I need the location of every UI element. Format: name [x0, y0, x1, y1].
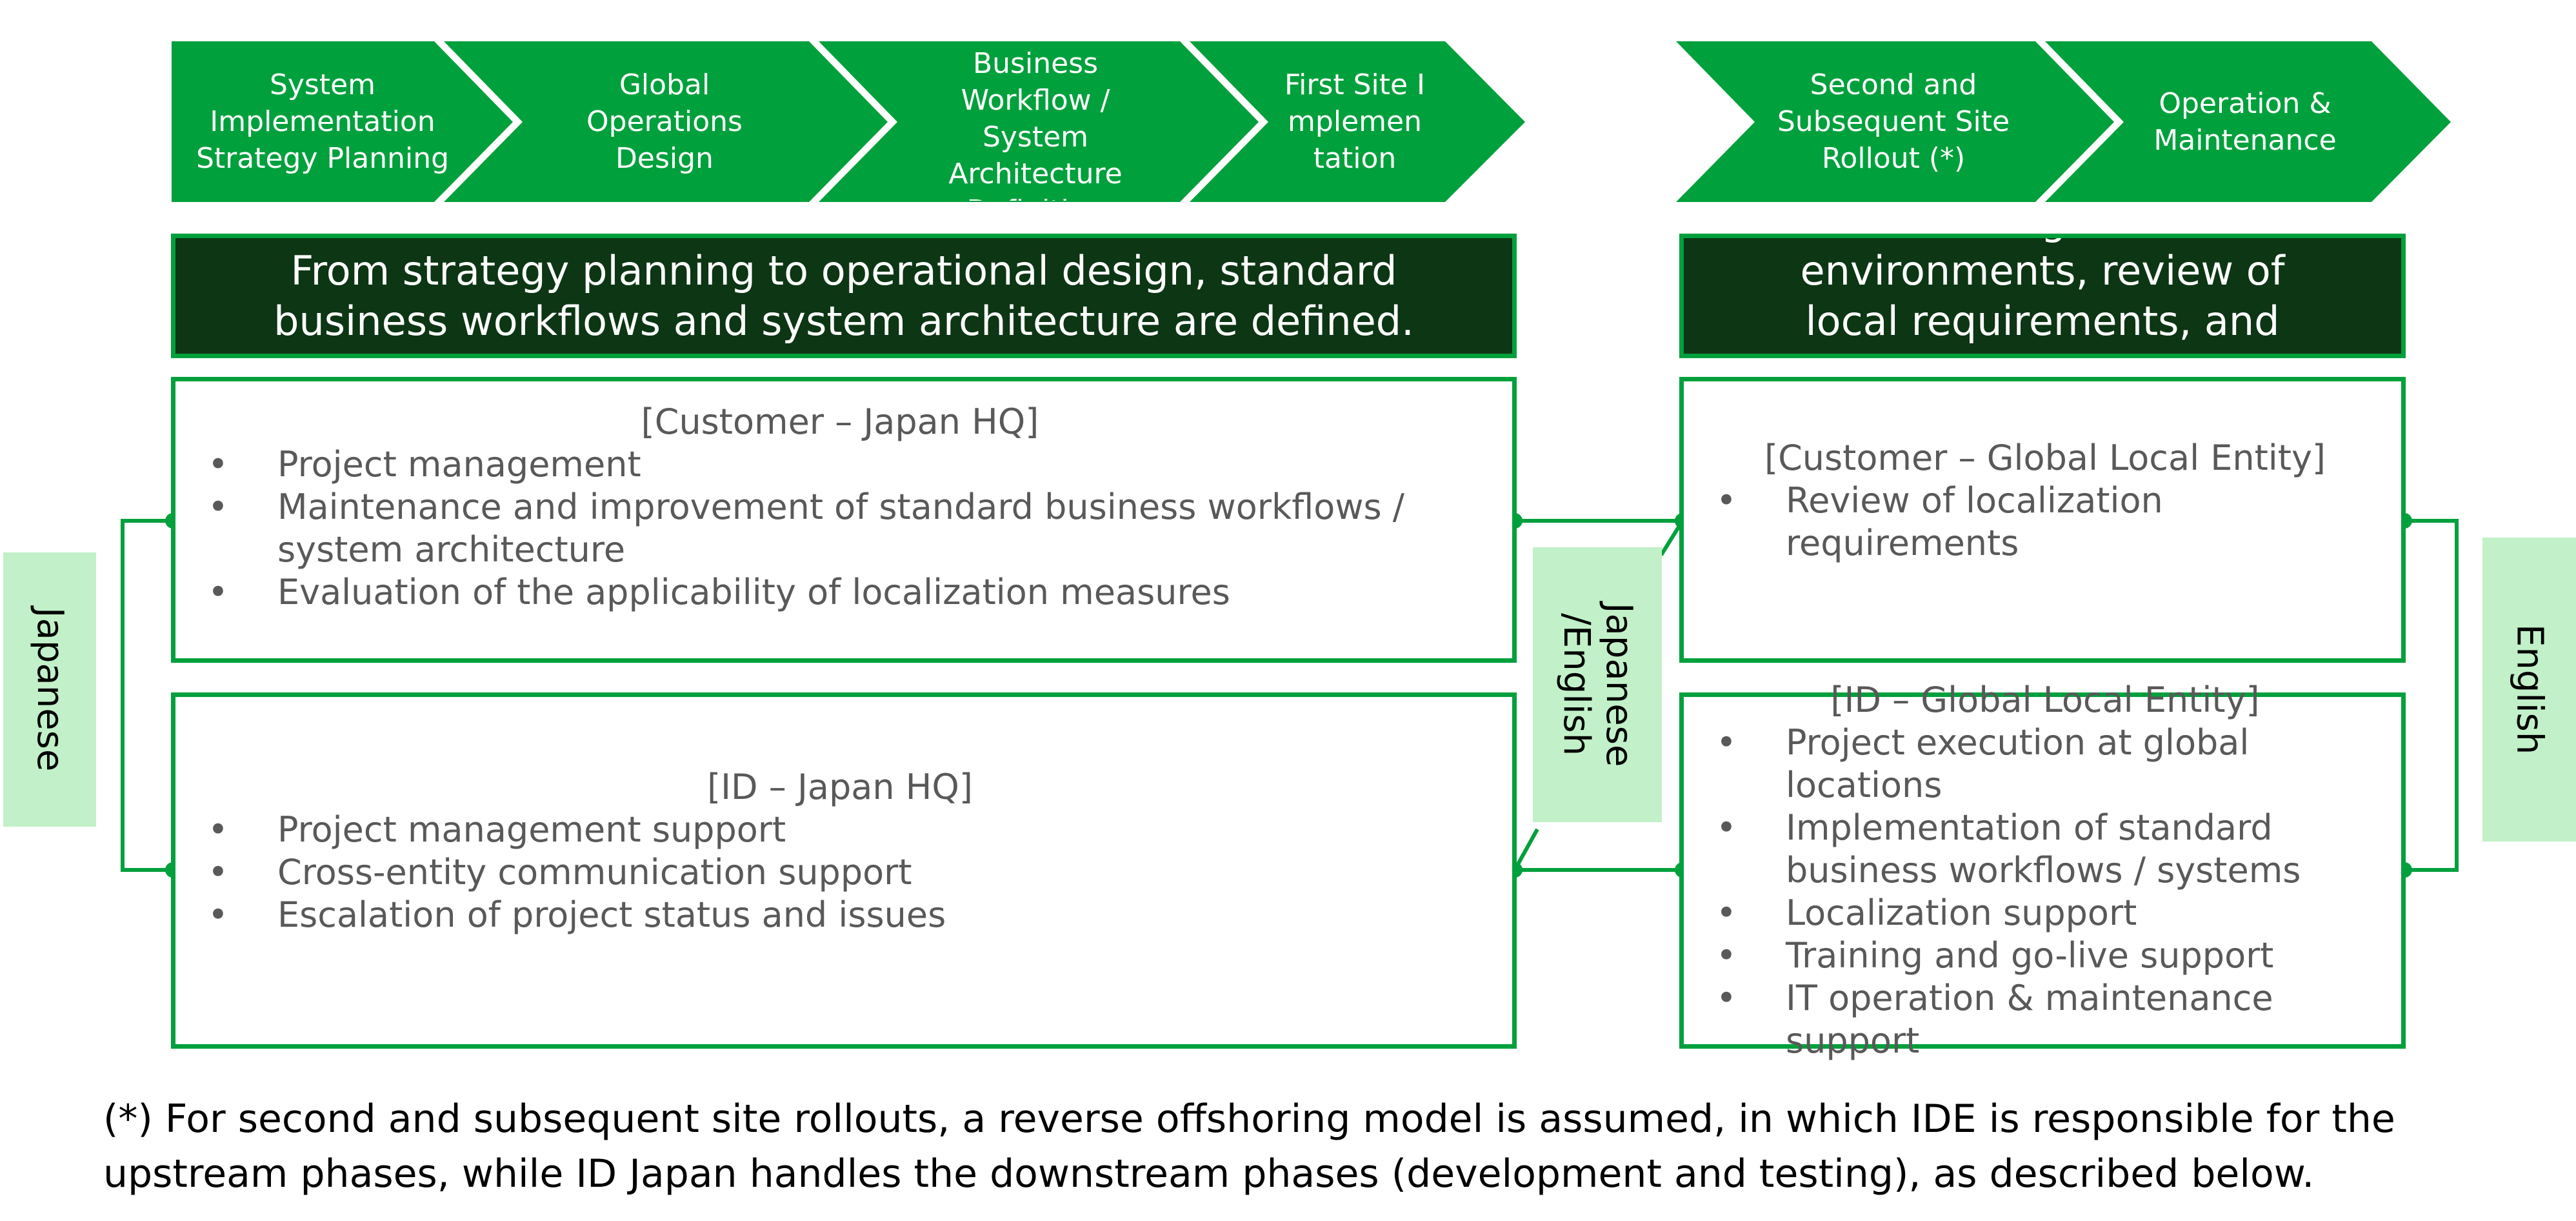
- item-list: •Project management support •Cross-entit…: [194, 809, 1486, 936]
- language-label-text: Japanese /English: [1555, 602, 1640, 767]
- list-item: •Review of localization requirements: [1716, 479, 2163, 563]
- list-item: •Cross-entity communication support: [208, 852, 912, 893]
- footnote: (*) For second and subsequent site rollo…: [103, 1096, 2395, 1196]
- list-item: •Implementation of standard business wor…: [1716, 807, 2301, 891]
- box-id-global-local: [ID – Global Local Entity] •Project exec…: [1679, 680, 2406, 1061]
- bullet-icon: •: [208, 443, 228, 485]
- box-customer-japan-hq: [Customer – Japan HQ] •Project managemen…: [171, 377, 1517, 663]
- phase-chevron-4: [1190, 41, 1525, 202]
- phase-label-1: System Implementation Strategy Planning: [195, 68, 450, 175]
- item-list: •Review of localization requirements: [1702, 479, 2388, 565]
- language-label-text: English: [2508, 624, 2551, 755]
- summary-banner-right: Rollout to global site environments, rev…: [1679, 234, 2406, 358]
- summary-banner-left: From strategy planning to operational de…: [171, 234, 1517, 358]
- list-item: •Localization support: [1716, 893, 2137, 933]
- list-item: •Training and go-live support: [1716, 935, 2274, 976]
- list-item: •Maintenance and improvement of standard…: [208, 486, 1404, 570]
- box-id-japan-hq: [ID – Japan HQ] •Project management supp…: [171, 692, 1517, 1049]
- summary-banner-left-text: From strategy planning to operational de…: [274, 247, 1414, 345]
- phase-label-5: Second and Subsequent Site Rollout (*): [1777, 68, 2010, 175]
- bullet-icon: •: [1716, 807, 1737, 848]
- language-label-text: Japanese: [29, 607, 71, 772]
- list-item: •Project management support: [208, 809, 786, 850]
- box-title: [Customer – Global Local Entity]: [1764, 437, 2326, 478]
- bullet-icon: •: [208, 486, 228, 527]
- box-customer-global-local: [Customer – Global Local Entity] •Review…: [1679, 377, 2406, 663]
- box-title: [ID – Japan HQ]: [707, 767, 973, 807]
- phase-label-2: Global Operations Design: [586, 68, 743, 175]
- item-list: •Project execution at global locations •…: [1702, 722, 2388, 1062]
- bullet-icon: •: [1716, 722, 1737, 763]
- phase-label-3: Business Workflow / System Architecture …: [948, 47, 1123, 201]
- list-item: •Project management: [208, 443, 641, 485]
- box-title: [ID – Global Local Entity]: [1830, 680, 2260, 720]
- bullet-icon: •: [1716, 978, 1737, 1018]
- phase-label-6: Operation & Maintenance: [2153, 86, 2337, 157]
- phase-chevron-6: [2045, 41, 2451, 202]
- bullet-icon: •: [1716, 893, 1737, 933]
- summary-banner-right-text: Rollout to global site environments, rev…: [1800, 238, 2285, 354]
- list-item: •IT operation & maintenance support: [1716, 978, 2273, 1061]
- bullet-icon: •: [1716, 479, 1737, 521]
- item-list: •Project management •Maintenance and imp…: [194, 443, 1486, 614]
- language-label-japanese: Japanese: [3, 552, 96, 827]
- bullet-icon: •: [1716, 935, 1737, 976]
- list-item: •Escalation of project status and issues: [208, 894, 946, 935]
- bullet-icon: •: [208, 571, 228, 612]
- phase-chevron-5: [1676, 41, 2114, 202]
- bullet-icon: •: [208, 809, 228, 850]
- phase-chevron-1: [172, 41, 513, 202]
- list-item: •Project execution at global locations: [1716, 722, 2250, 805]
- bullet-icon: •: [208, 894, 228, 935]
- bullet-icon: •: [208, 852, 228, 893]
- phase-chevron-2: [444, 41, 888, 202]
- language-label-japanese-english: Japanese /English: [1533, 547, 1662, 822]
- phase-chevron-3: [819, 41, 1259, 202]
- box-title: [Customer – Japan HQ]: [641, 401, 1039, 442]
- language-label-english: English: [2482, 538, 2576, 842]
- phase-label-4: First Site Implementation: [1284, 68, 1426, 175]
- list-item: •Evaluation of the applicability of loca…: [208, 571, 1230, 612]
